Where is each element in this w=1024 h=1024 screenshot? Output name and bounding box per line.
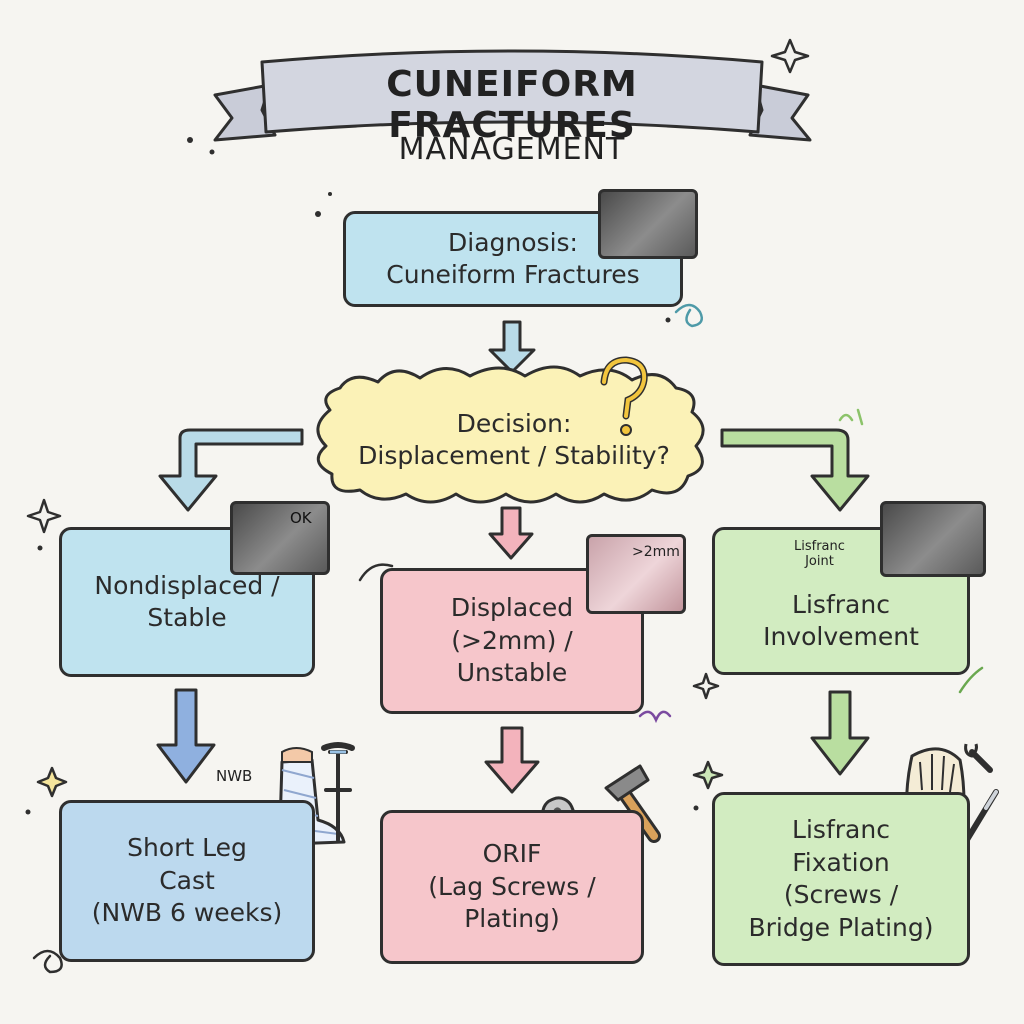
fixation-line-3: (Screws / [783, 880, 899, 909]
arrow-nondisplaced-to-cast [156, 688, 216, 784]
nondisplaced-line-1: Nondisplaced / [94, 570, 280, 600]
ok-label: OK [290, 509, 312, 527]
lisfranc-line-2: Involvement [763, 622, 919, 651]
decision-line-1: Decision: [456, 408, 572, 438]
orif-line-1: ORIF [482, 839, 542, 869]
displaced-line-2: (>2mm) / [451, 625, 573, 655]
doodle-swirls [32, 303, 984, 974]
diagnosis-line-1: Diagnosis: [448, 227, 578, 257]
cast-line-2: Cast [159, 865, 215, 895]
lisfranc-line-1: Lisfranc [792, 589, 890, 619]
foot-xray-icon [598, 189, 698, 259]
cast-node: Short Leg Cast (NWB 6 weeks) [59, 800, 315, 962]
diagram-subtitle: MANAGEMENT [398, 132, 626, 167]
displaced-line-1: Displaced [450, 593, 574, 623]
lisfranc-joint-label: Lisfranc Joint [794, 539, 845, 570]
sparkle-icon [26, 38, 810, 798]
fixation-line-2: Fixation [792, 847, 890, 877]
decision-cloud [316, 365, 705, 504]
title-banner [213, 49, 812, 142]
foot-xray-icon [586, 534, 686, 614]
crutch-icon [321, 742, 355, 842]
question-mark-icon [600, 356, 648, 436]
wrench-icon [964, 743, 993, 773]
lisfranc-joint-line-2: Joint [805, 553, 834, 569]
diagnosis-node: Diagnosis: Cuneiform Fractures [343, 211, 683, 307]
fixation-line-1: Lisfranc [792, 815, 890, 844]
arrow-decision-to-lisfranc [720, 428, 870, 512]
lisfranc-joint-line-1: Lisfranc [794, 539, 845, 554]
displacement-label: >2mm [632, 544, 680, 560]
nondisplaced-line-2: Stable [147, 603, 227, 632]
nondisplaced-node: Nondisplaced / Stable [59, 527, 315, 677]
orif-line-3: Plating) [464, 904, 560, 934]
orif-node: ORIF (Lag Screws / Plating) [380, 810, 644, 964]
foot-xray-icon [230, 501, 330, 575]
cast-line-1: Short Leg [127, 833, 247, 863]
cast-line-3: (NWB 6 weeks) [91, 898, 283, 928]
decision-line-2: Displacement / Stability? [358, 441, 670, 470]
diagnosis-line-2: Cuneiform Fractures [386, 260, 640, 289]
doodle-dots [25, 137, 699, 815]
decision-node: Decision: Displacement / Stability? [336, 392, 692, 488]
displaced-line-3: Unstable [456, 658, 568, 688]
arrow-diagnosis-to-decision [488, 320, 536, 374]
fixation-line-4: Bridge Plating) [748, 912, 934, 942]
nwb-label: NWB [216, 767, 253, 785]
arrow-decision-to-displaced [488, 506, 534, 560]
foot-xray-icon [880, 501, 986, 577]
displaced-node: Displaced (>2mm) / Unstable [380, 568, 644, 714]
arrow-displaced-to-orif [484, 726, 540, 794]
arrow-lisfranc-to-fixation [810, 690, 870, 776]
fixation-node: Lisfranc Fixation (Screws / Bridge Plati… [712, 792, 970, 966]
arrow-decision-to-nondisplaced [158, 428, 304, 512]
orif-line-2: (Lag Screws / [428, 871, 596, 901]
diagram-title: CUNEIFORM FRACTURES [386, 64, 638, 146]
